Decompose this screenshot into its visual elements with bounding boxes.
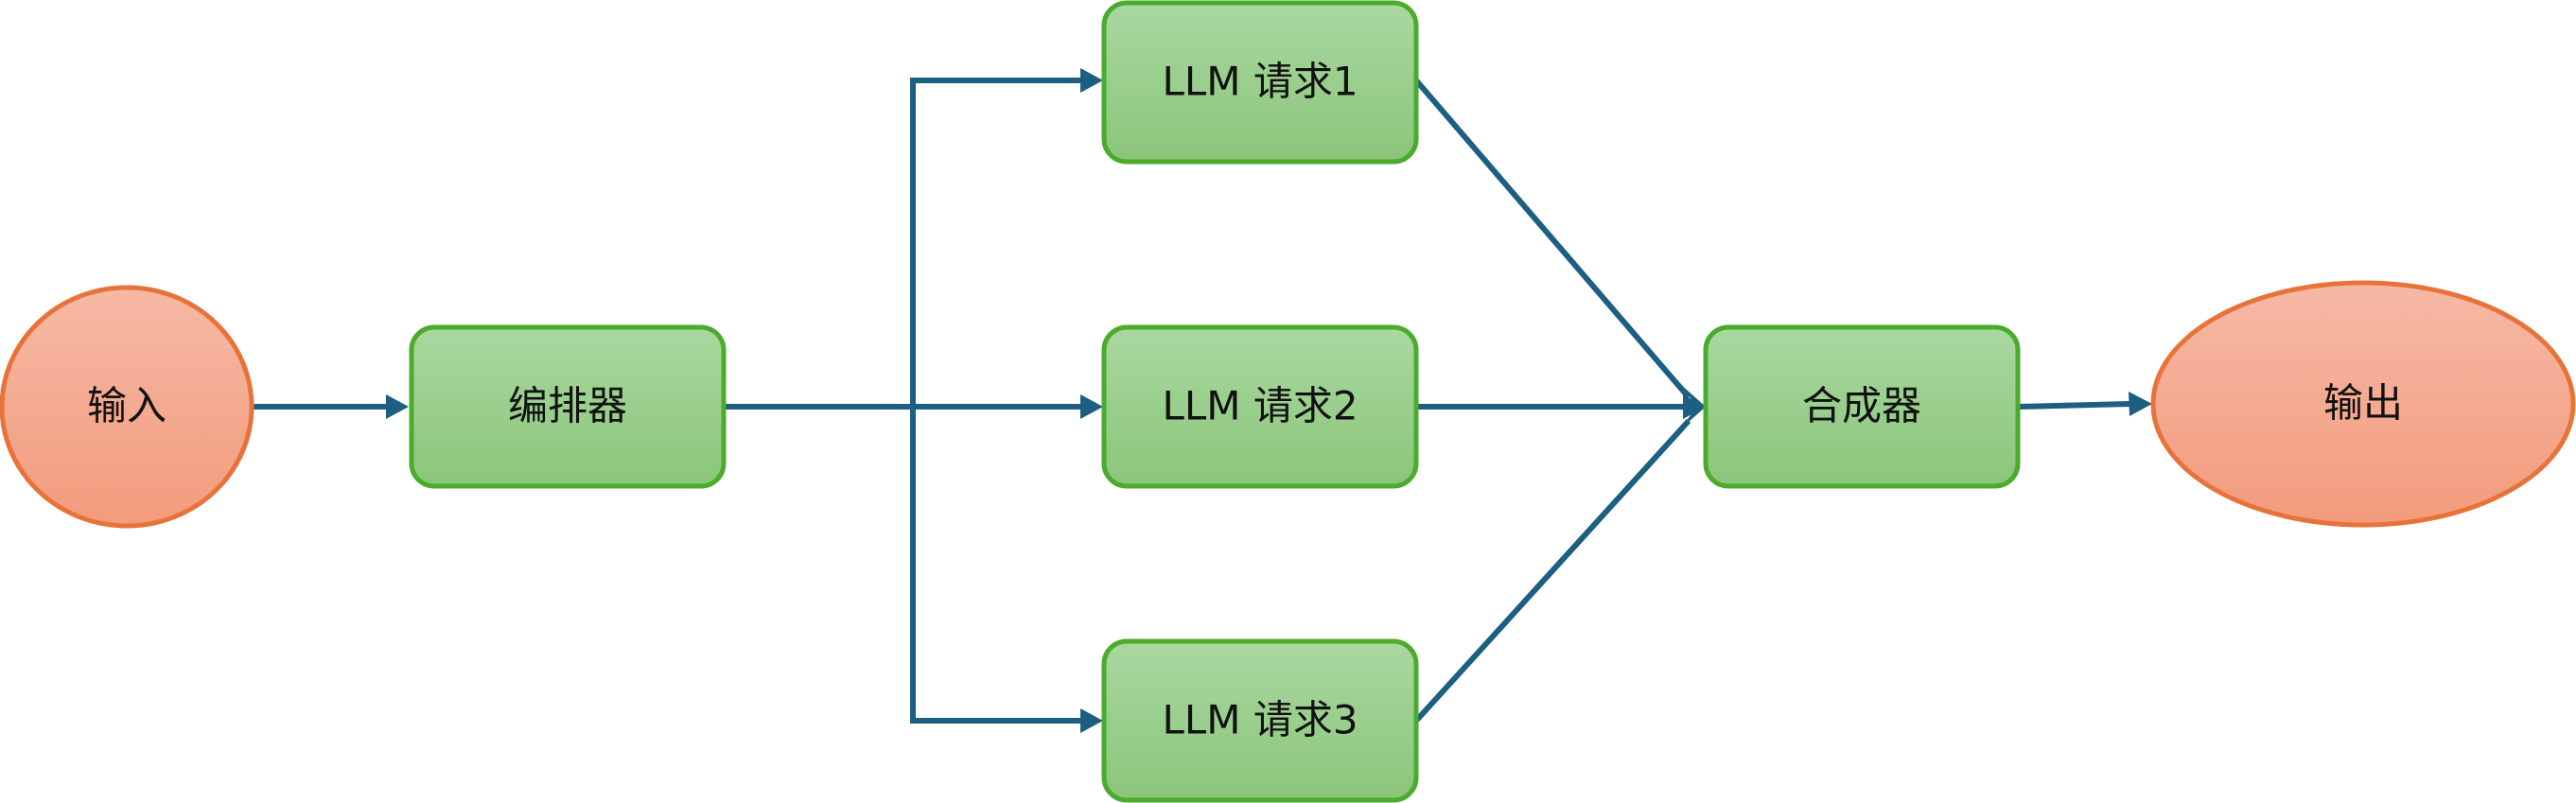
node-llm1-label: LLM 请求1 <box>1162 59 1358 105</box>
arrowhead-llm3 <box>1080 708 1103 733</box>
arrowhead-synthesizer-mid <box>1683 394 1706 419</box>
arrowhead-synthesizer-bottom <box>1679 407 1706 430</box>
node-output-label: 输出 <box>2323 380 2403 427</box>
edge-synthesizer-to-output <box>2017 401 2131 410</box>
arrowhead-output <box>2129 392 2152 416</box>
node-orchestrator: 编排器 <box>409 324 727 489</box>
node-synthesizer: 合成器 <box>1703 324 2021 489</box>
node-input-label: 输入 <box>87 383 166 429</box>
node-llm3-label: LLM 请求3 <box>1162 697 1358 743</box>
node-llm1: LLM 请求1 <box>1101 0 1419 165</box>
arrowhead-orchestrator <box>386 394 409 419</box>
node-orchestrator-label: 编排器 <box>508 383 627 429</box>
arrowhead-llm2 <box>1080 394 1103 419</box>
arrowhead-llm1 <box>1080 68 1103 93</box>
node-llm2: LLM 请求2 <box>1101 324 1419 489</box>
node-input: 输入 <box>0 285 254 529</box>
node-llm2-label: LLM 请求2 <box>1162 383 1358 429</box>
node-llm3: LLM 请求3 <box>1101 638 1419 803</box>
edges <box>254 68 2152 733</box>
edge-llm3-to-synthesizer <box>1413 418 1691 724</box>
node-output: 输出 <box>2150 280 2576 528</box>
arrowhead-synthesizer-top <box>1679 383 1706 407</box>
node-synthesizer-label: 合成器 <box>1802 383 1921 429</box>
edge-llm1-to-synthesizer <box>1413 79 1691 399</box>
